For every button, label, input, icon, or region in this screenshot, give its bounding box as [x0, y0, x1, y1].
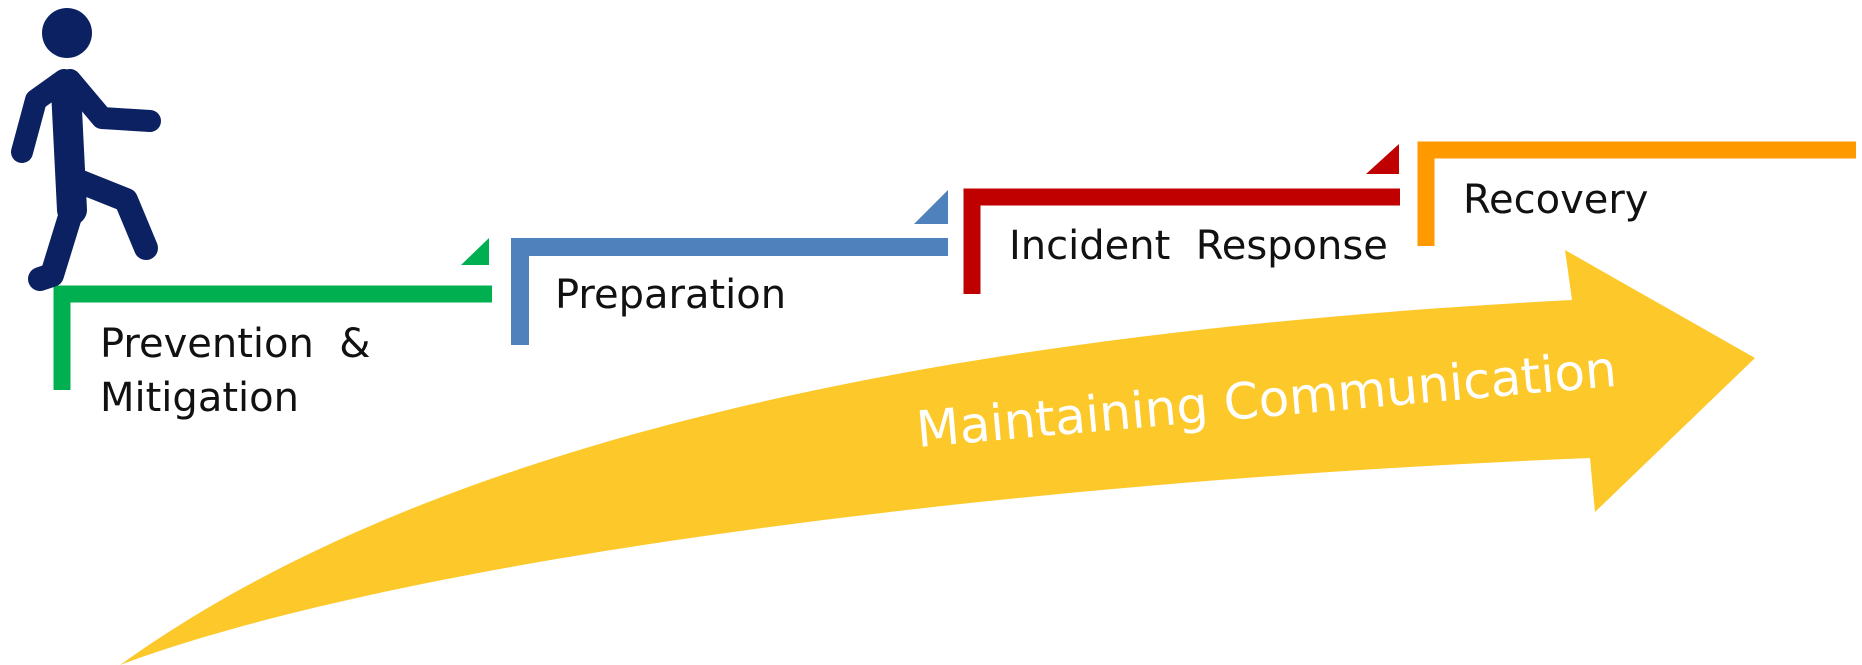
person-leg-front: [64, 168, 158, 260]
step-2-label: Preparation: [555, 272, 786, 318]
person-leg-back: [28, 198, 84, 291]
step-2-corner-triangle: [914, 190, 948, 224]
person-arm-back: [11, 69, 75, 163]
person-walking-icon: [11, 8, 161, 291]
step-1-bracket: [53, 285, 492, 390]
step-prevention-mitigation: Prevention & Mitigation: [53, 238, 492, 421]
person-torso: [51, 75, 87, 225]
step-1-corner-triangle: [461, 238, 489, 265]
step-3-label: Incident Response: [1009, 223, 1388, 269]
step-4-bracket: [1417, 141, 1856, 246]
step-3-corner-triangle: [1366, 144, 1399, 174]
step-3-bracket: [963, 188, 1400, 294]
step-1-label-line-2: Mitigation: [100, 375, 299, 421]
step-2-bracket: [511, 238, 948, 345]
person-head: [42, 8, 92, 58]
communication-arrow: Maintaining Communication: [120, 250, 1755, 665]
step-incident-response: Incident Response: [963, 144, 1400, 294]
arrow-body: [120, 250, 1755, 665]
person-arm-forward: [59, 69, 161, 132]
step-1-label-line-1: Prevention &: [100, 321, 370, 367]
step-recovery: Recovery: [1417, 141, 1856, 246]
step-preparation: Preparation: [511, 190, 948, 345]
step-4-label: Recovery: [1463, 177, 1648, 223]
